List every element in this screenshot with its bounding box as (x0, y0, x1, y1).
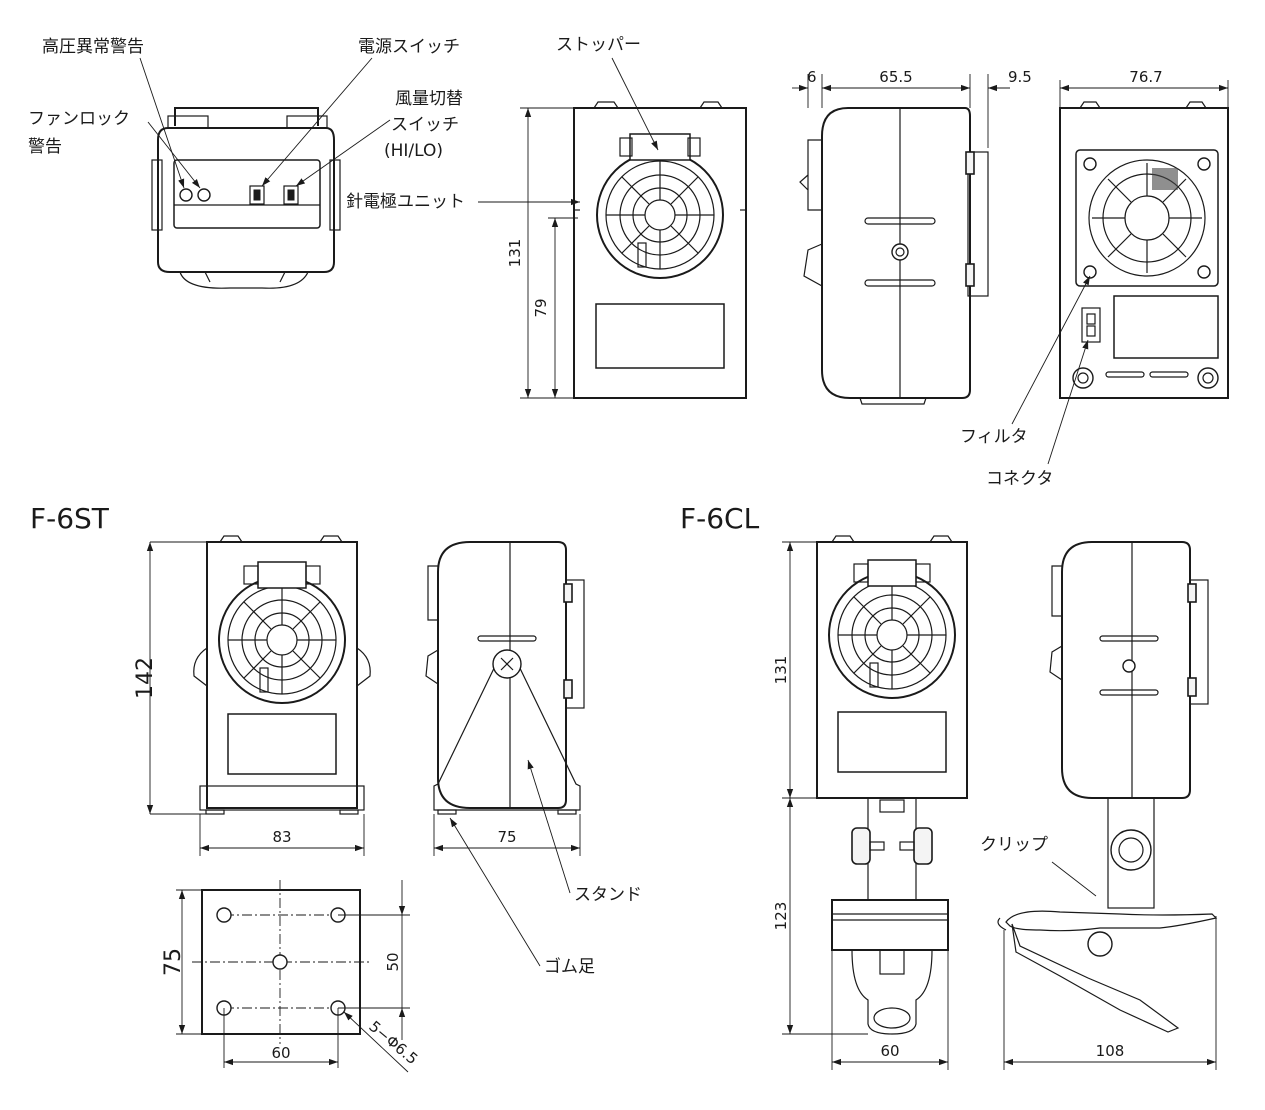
high-voltage-warning-led (179, 188, 193, 202)
front-view-label-plate (595, 303, 725, 369)
f6st-side-view: 75 スタンド ゴム足 (425, 541, 642, 977)
side-view-screw (891, 243, 909, 261)
dim-side-depth: 65.5 (879, 68, 912, 86)
callout-stopper: ストッパー (556, 35, 641, 55)
front-view-fan (596, 151, 724, 279)
side-view-back-plate (967, 151, 989, 297)
dim-side-right-offset: 9.5 (1008, 68, 1032, 86)
top-view: 高圧異常警告 ファンロック 警告 電源スイッチ 風量切替 スイッチ (HI/LO… (28, 37, 463, 289)
f6st-front-view: 142 83 (133, 535, 371, 856)
airflow-switch[interactable] (283, 185, 299, 205)
f6cl-clip-top (831, 899, 949, 951)
callout-high-voltage-warning: 高圧異常警告 (42, 37, 144, 57)
dim-front-height: 131 (506, 239, 524, 268)
rear-view-label-plate (1113, 295, 1219, 359)
f6cl-side-view: クリップ 108 (980, 541, 1218, 1070)
callout-stand: スタンド (574, 885, 642, 905)
rubber-foot (437, 809, 457, 815)
base-hole (216, 907, 232, 923)
control-panel (173, 159, 321, 229)
dim-cl-body-height: 131 (772, 656, 790, 685)
callout-filter: フィルタ (960, 427, 1028, 447)
callout-power-switch: 電源スイッチ (358, 37, 460, 57)
dim-st-width: 83 (272, 828, 291, 846)
dim-cl-clip-length: 108 (1096, 1042, 1125, 1060)
top-view-feet (179, 271, 309, 289)
filter[interactable] (1075, 149, 1219, 287)
callout-airflow-switch: 風量切替 (395, 89, 463, 109)
top-view-side-right (329, 159, 341, 231)
callout-fan-lock-warning: ファンロック (28, 109, 130, 129)
callout-connector: コネクタ (986, 469, 1053, 489)
front-view: ストッパー 針電極ユニット 131 79 (346, 35, 747, 399)
dim-cl-clip-width: 60 (880, 1042, 899, 1060)
top-view-bracket (174, 107, 319, 126)
callout-needle-electrode-unit: 針電極ユニット (346, 192, 465, 212)
callout-airflow-switch-3: (HI/LO) (384, 141, 443, 161)
dim-st-stand-depth: 75 (497, 828, 516, 846)
dim-cl-clip-height: 123 (772, 902, 790, 931)
connector[interactable] (1081, 307, 1101, 343)
stand (433, 659, 581, 811)
dim-st-height: 142 (133, 657, 158, 699)
rear-view-mount-right (1197, 367, 1219, 389)
dim-rear-width: 76.7 (1129, 68, 1162, 86)
power-switch-toggle (253, 189, 261, 201)
rear-view-mount-left (1072, 367, 1094, 389)
dim-base-width: 60 (271, 1044, 290, 1062)
fan-lock-warning-led (197, 188, 211, 202)
dim-base-hole-pitch: 50 (384, 952, 402, 971)
dim-base-holes: 5−Φ6.5 (365, 1017, 421, 1068)
dim-side-left-offset: 6 (807, 68, 817, 86)
f6st-front-fan (218, 576, 346, 704)
base-hole (272, 954, 288, 970)
callout-clip: クリップ (980, 835, 1048, 855)
airflow-switch-toggle (287, 189, 295, 201)
f6st-base-plan: 75 50 60 5−Φ6.5 (161, 880, 421, 1073)
stopper[interactable] (629, 133, 691, 161)
model-label-f6st: F-6ST (30, 502, 110, 535)
callout-airflow-switch-2: スイッチ (391, 115, 459, 135)
top-view-side-left (151, 159, 163, 231)
callout-fan-lock-warning-2: 警告 (28, 137, 62, 157)
dim-front-center-height: 79 (532, 298, 550, 317)
f6cl-clip (1005, 910, 1218, 932)
model-label-f6cl: F-6CL (680, 502, 760, 535)
f6cl-front-view: 131 123 60 (772, 535, 968, 1070)
callout-rubber-foot: ゴム足 (544, 956, 595, 977)
dim-base-depth: 75 (161, 948, 186, 976)
rear-view: 76.7 フィルタ コネクタ (960, 68, 1229, 489)
f6cl-front-fan (828, 571, 956, 699)
side-view: 6 65.5 9.5 (792, 68, 1032, 405)
power-switch[interactable] (249, 185, 265, 205)
